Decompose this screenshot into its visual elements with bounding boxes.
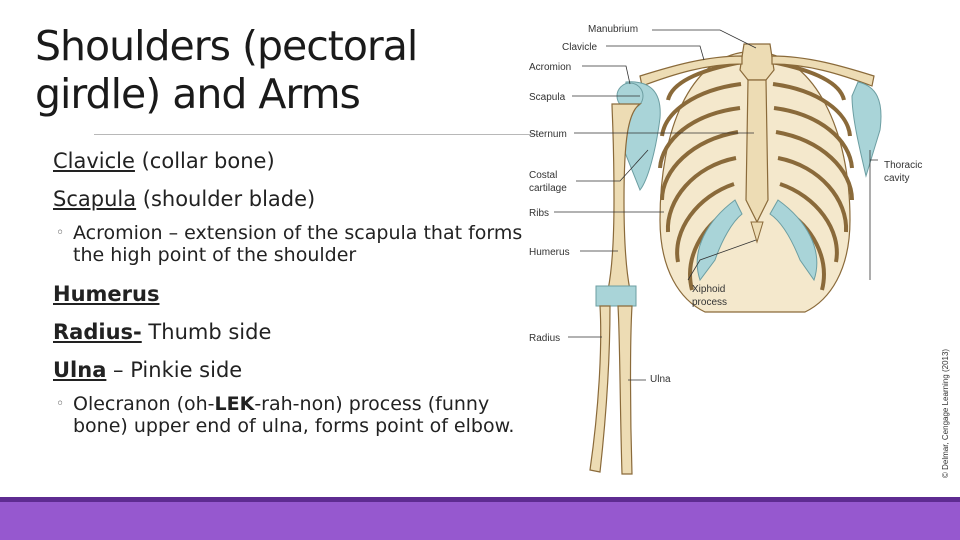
label-thoracic-line2: cavity <box>884 173 910 184</box>
label-scapula: Scapula <box>529 92 566 103</box>
sub-bullet-icon: ◦ <box>56 222 64 244</box>
bullet-list: Clavicle (collar bone) Scapula (shoulder… <box>53 146 523 450</box>
bullet-radius-text: Thumb side <box>142 320 272 344</box>
skeleton-illustration: Manubrium Clavicle Acromion Scapula Ster… <box>523 10 960 490</box>
image-credit: © Delmar, Cengage Learning (2013) <box>941 349 950 478</box>
label-costal-line2: cartilage <box>529 183 567 194</box>
label-xiphoid-line2: process <box>692 297 727 308</box>
bullet-clavicle: Clavicle (collar bone) <box>53 146 523 184</box>
thoracic-bracket <box>870 150 878 280</box>
bullet-scapula: Scapula (shoulder blade) <box>53 184 523 222</box>
leader-acromion <box>582 66 630 84</box>
label-ribs: Ribs <box>529 208 549 219</box>
bullet-scapula-text: (shoulder blade) <box>136 187 315 211</box>
olecranon-text-start: Olecranon (oh- <box>73 393 215 415</box>
footer-band-edge <box>0 497 960 502</box>
slide-title: Shoulders (pectoral girdle) and Arms <box>35 22 505 118</box>
sub-bullet-icon: ◦ <box>56 393 64 415</box>
label-acromion: Acromion <box>529 62 571 73</box>
bullet-clavicle-text: (collar bone) <box>135 149 275 173</box>
label-costal-line1: Costal <box>529 170 557 181</box>
leader-manubrium <box>652 30 756 48</box>
label-humerus: Humerus <box>529 247 570 258</box>
label-clavicle: Clavicle <box>562 42 597 53</box>
term-scapula: Scapula <box>53 187 136 211</box>
label-manubrium: Manubrium <box>588 24 638 35</box>
radius-bone <box>590 306 610 472</box>
footer-band <box>0 497 960 540</box>
bullet-ulna: Ulna – Pinkie side <box>53 355 523 393</box>
bullet-humerus: Humerus <box>53 279 523 317</box>
manubrium-bone <box>740 44 774 80</box>
term-humerus: Humerus <box>53 282 159 306</box>
leader-clavicle <box>606 46 704 60</box>
label-radius: Radius <box>529 333 560 344</box>
label-sternum: Sternum <box>529 129 567 140</box>
sub-bullet-acromion: ◦ Acromion – extension of the scapula th… <box>53 222 523 266</box>
label-xiphoid-line1: Xiphoid <box>692 284 725 295</box>
term-clavicle: Clavicle <box>53 149 135 173</box>
scapula-right-bone <box>852 82 881 176</box>
olecranon-text-stress: LEK <box>215 393 255 415</box>
term-radius: Radius- <box>53 320 142 344</box>
sternum-bone <box>746 80 768 222</box>
title-divider <box>94 134 539 135</box>
label-thoracic-line1: Thoracic <box>884 160 922 171</box>
bullet-radius: Radius- Thumb side <box>53 317 523 355</box>
sub-bullet-olecranon: ◦ Olecranon (oh-LEK-rah-non) process (fu… <box>53 393 523 437</box>
label-ulna: Ulna <box>650 374 671 385</box>
term-ulna: Ulna <box>53 358 106 382</box>
sub-bullet-acromion-text: Acromion – extension of the scapula that… <box>73 222 522 266</box>
elbow-joint <box>596 286 636 306</box>
ulna-bone <box>618 306 632 474</box>
bullet-ulna-text: – Pinkie side <box>106 358 242 382</box>
